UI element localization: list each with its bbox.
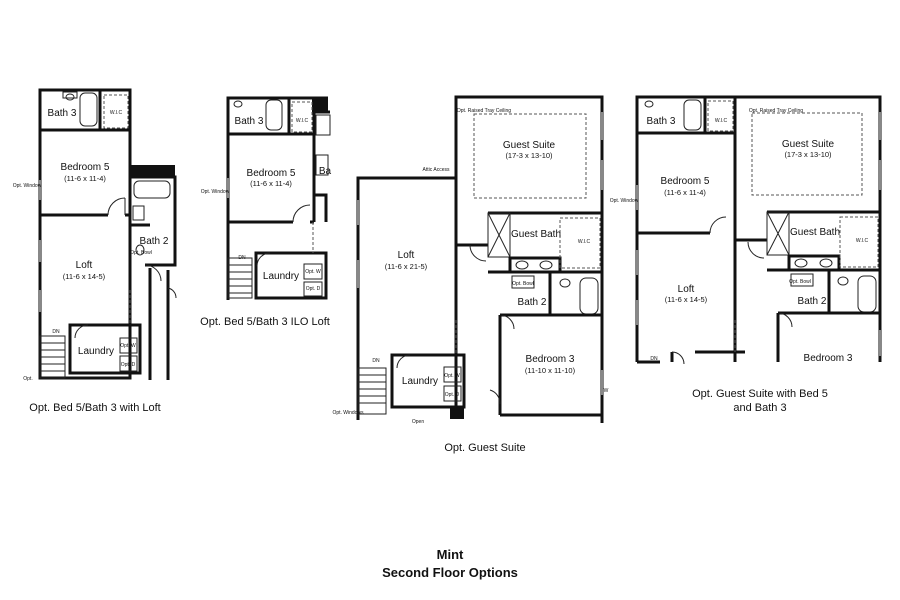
- label-tray-ceiling: Opt. Raised Tray Ceiling: [457, 108, 511, 114]
- label-opt-washer: Opt. W: [305, 269, 321, 275]
- stair-label-dn: DN: [650, 356, 658, 362]
- label-opt-windows: Opt. Windows: [332, 410, 364, 416]
- room-dim-loft: (11-6 x 14-5): [665, 295, 708, 304]
- label-opt-washer: Opt. W: [120, 343, 136, 349]
- room-label-bedroom5: Bedroom 5: [661, 176, 710, 187]
- room-dim-loft: (11-6 x 14-5): [63, 272, 106, 281]
- label-tray-ceiling: Opt. Raised Tray Ceiling: [749, 108, 803, 114]
- caption-plan-4-line2: and Bath 3: [733, 402, 787, 414]
- room-label-guest-bath: Guest Bath: [790, 227, 840, 238]
- room-label-wic: W.I.C: [578, 239, 591, 245]
- room-dim-bedroom3: (11-10 x 11-10): [525, 366, 576, 375]
- room-label-bowl: Opt. Bowl: [512, 281, 534, 287]
- plan-guest-suite-bed5-bath3: Bath 3 W.I.C Opt. Raised Tray Ceiling Gu…: [610, 95, 882, 365]
- room-label-bath3: Bath 3: [48, 108, 77, 119]
- room-label-bedroom5: Bedroom 5: [247, 168, 296, 179]
- room-label-window: Opt. Window: [610, 198, 639, 204]
- room-label-wic: W.I.C: [296, 118, 309, 124]
- room-dim-bedroom5: (11-6 x 11-4): [64, 174, 106, 183]
- room-label-bedroom3: Bedroom 3: [804, 353, 853, 364]
- room-label-bedroom3: Bedroom 3: [526, 354, 575, 365]
- stair-label-dn: DN: [52, 329, 60, 335]
- room-label-bowl: Opt. Bowl: [130, 250, 152, 256]
- label-opt-washer: Opt. W: [444, 373, 460, 379]
- room-dim-loft: (11-6 x 21-5): [385, 262, 428, 271]
- label-opt-dryer: Opt. D: [306, 286, 321, 292]
- room-label-bath3: Bath 3: [235, 116, 264, 127]
- label-opt-dryer: Opt. D: [445, 392, 460, 398]
- room-dim-bedroom5: (11-6 x 11-4): [664, 188, 706, 197]
- plan-bed5-bath3-with-loft: Bath 3 W.I.C Bedroom 5 (11-6 x 11-4) Opt…: [13, 88, 177, 382]
- room-label-laundry: Laundry: [402, 376, 438, 387]
- room-label-bedroom5: Bedroom 5: [61, 162, 110, 173]
- room-label-loft: Loft: [76, 260, 93, 271]
- caption-plan-4-line1: Opt. Guest Suite with Bed 5: [692, 388, 828, 400]
- room-dim-guest-suite: (17-3 x 13-10): [505, 151, 553, 160]
- room-label-bath-cut: Ba: [319, 166, 332, 177]
- room-label-bath2: Bath 2: [798, 296, 827, 307]
- room-label-bath3: Bath 3: [647, 116, 676, 127]
- room-label-bath2: Bath 2: [140, 236, 169, 247]
- room-label-guest-suite: Guest Suite: [782, 139, 835, 150]
- room-dim-guest-suite: (17-3 x 13-10): [784, 150, 832, 159]
- label-w: W: [604, 388, 609, 394]
- room-label-wic: W.I.C: [715, 118, 728, 124]
- room-label-bath2: Bath 2: [518, 297, 547, 308]
- room-label-wic: W.I.C: [110, 110, 123, 116]
- label-opt-dryer: Opt. D: [121, 362, 136, 368]
- room-label-guest-bath: Guest Bath: [511, 229, 561, 240]
- room-label-bowl: Opt. Bowl: [789, 279, 811, 285]
- stair-label-dn: DN: [238, 255, 246, 261]
- label-opt: Opt.: [23, 376, 32, 382]
- page-subtitle: Second Floor Options: [382, 565, 518, 580]
- label-open: Open: [412, 419, 424, 425]
- room-label-window: Opt. Window: [201, 189, 230, 195]
- plan-bed5-bath3-ilo-loft: Bath 3 W.I.C Bedroom 5 (11-6 x 11-4) Opt…: [201, 96, 332, 300]
- stair-label-dn: DN: [372, 358, 380, 364]
- caption-plan-1: Opt. Bed 5/Bath 3 with Loft: [29, 402, 161, 414]
- caption-plan-2: Opt. Bed 5/Bath 3 ILO Loft: [200, 316, 330, 328]
- plan-guest-suite: Opt. Raised Tray Ceiling Guest Suite (17…: [332, 95, 609, 425]
- caption-plan-3: Opt. Guest Suite: [444, 442, 526, 454]
- room-label-window: Opt. Window: [13, 183, 42, 189]
- room-label-guest-suite: Guest Suite: [503, 140, 556, 151]
- room-dim-bedroom5: (11-6 x 11-4): [250, 179, 292, 188]
- room-label-laundry: Laundry: [263, 271, 299, 282]
- room-label-loft: Loft: [678, 284, 695, 295]
- room-label-laundry: Laundry: [78, 346, 114, 357]
- room-label-wic-2: W.I.C: [856, 238, 869, 244]
- page-title: Mint: [436, 547, 464, 562]
- room-label-loft: Loft: [398, 250, 415, 261]
- label-attic-access: Attic Access: [423, 167, 450, 173]
